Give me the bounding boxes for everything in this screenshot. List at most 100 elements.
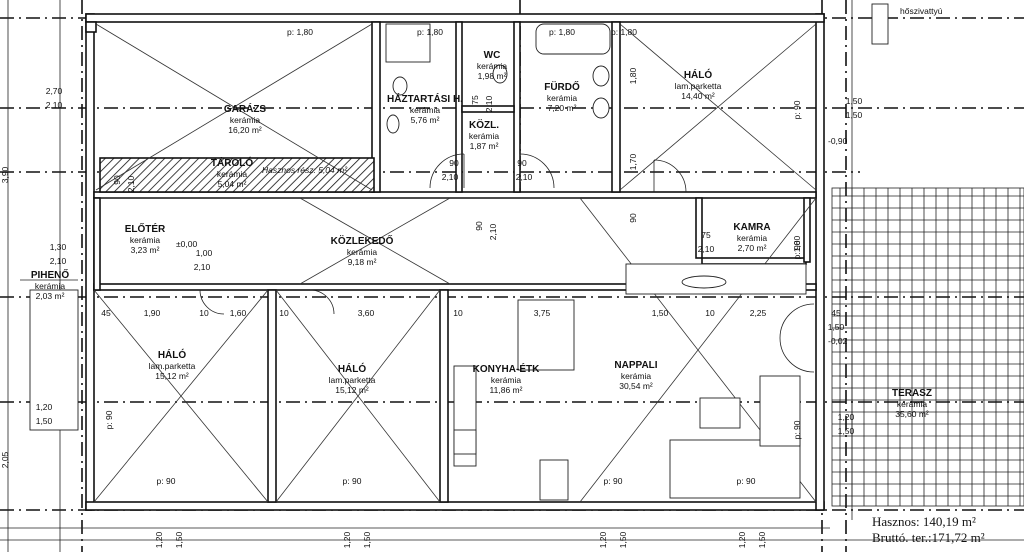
dining-table-icon bbox=[517, 299, 575, 371]
room-floor: kerámia bbox=[130, 235, 161, 245]
dimension-label: p: 1,80 bbox=[287, 27, 313, 37]
dimension-label: 1,50 bbox=[838, 426, 855, 436]
room-area: 7,20 m² bbox=[548, 103, 577, 113]
dimension-label: 90 bbox=[449, 158, 459, 168]
fixtures bbox=[29, 3, 889, 501]
room-area: 11,86 m² bbox=[490, 385, 523, 395]
dimension-label: 2,25 bbox=[750, 308, 767, 318]
dimension-label: 75 bbox=[470, 95, 480, 105]
fridge-icon bbox=[539, 459, 569, 501]
dimension-label: 1,20 bbox=[154, 531, 164, 548]
dimension-label: p: 1,80 bbox=[611, 27, 637, 37]
dimension-label: p: 90 bbox=[104, 410, 114, 429]
dimension-label: 45 bbox=[101, 308, 111, 318]
room-floor: kerámia bbox=[217, 169, 248, 179]
heat-pump-label: hőszivattyú bbox=[900, 6, 943, 16]
exterior-walls bbox=[85, 13, 825, 511]
room-name: HÁLÓ bbox=[338, 362, 367, 375]
dimension-label: 1,20 bbox=[342, 531, 352, 548]
dimension-label: 90 bbox=[628, 213, 638, 223]
dimension-label: 1,50 bbox=[828, 322, 845, 332]
dimension-label: 10 bbox=[279, 308, 289, 318]
room-area: 15,12 m² bbox=[335, 385, 369, 395]
room-floor: kerámia bbox=[491, 375, 522, 385]
dimension-label: 1,80 bbox=[628, 67, 638, 84]
stairs-icon bbox=[29, 289, 79, 431]
room-floor: kerámia bbox=[621, 371, 652, 381]
dimension-label: 1,50 bbox=[846, 110, 863, 120]
dimension-label: 1,50 bbox=[846, 96, 863, 106]
dimension-label: 2,10 bbox=[484, 95, 494, 112]
room-floor: kerámia bbox=[410, 105, 441, 115]
room-floor: kerámia bbox=[477, 61, 508, 71]
dimension-label: 2,10 bbox=[50, 256, 67, 266]
dimension-label: 3,90 bbox=[0, 166, 10, 183]
area-summary: Hasznos: 140,19 m² Bruttó. ter.:171,72 m… bbox=[872, 514, 985, 545]
dimension-label: 2,10 bbox=[488, 223, 498, 240]
room-floor: kerámia bbox=[547, 93, 578, 103]
stove-icon bbox=[453, 429, 477, 455]
washing-machine-icon bbox=[385, 23, 431, 63]
heat-pump-icon bbox=[871, 3, 889, 45]
basin-icon bbox=[592, 97, 610, 119]
room-area: 5,04 m² bbox=[218, 179, 247, 189]
dimension-label: p: 90 bbox=[792, 240, 802, 259]
fan-icon bbox=[681, 275, 727, 289]
wc-icon bbox=[386, 114, 400, 134]
dimension-label: 1,20 bbox=[737, 531, 747, 548]
dimension-label: 1,50 bbox=[618, 531, 628, 548]
room-name: HÁLÓ bbox=[684, 68, 713, 81]
dimension-label: 90 bbox=[474, 221, 484, 231]
room-area: 1,98 m² bbox=[478, 71, 507, 81]
room-name: ELŐTÉR bbox=[125, 222, 166, 235]
room-area: 30,54 m² bbox=[619, 381, 653, 391]
dimension-label: p: 90 bbox=[157, 476, 176, 486]
terrace-grid bbox=[831, 187, 1024, 507]
room-area: 35,60 m² bbox=[895, 409, 929, 419]
dimension-label: 1,20 bbox=[36, 402, 53, 412]
dimension-label: 1,20 bbox=[598, 531, 608, 548]
dimension-label: p: 90 bbox=[792, 100, 802, 119]
door-swings bbox=[199, 153, 815, 373]
room-area: 2,03 m² bbox=[36, 291, 65, 301]
gross-area: Bruttó. ter.:171,72 m² bbox=[872, 530, 985, 545]
room-name: GARÁZS bbox=[224, 102, 267, 115]
room-name: KAMRA bbox=[733, 222, 770, 233]
dimension-label: 3,75 bbox=[534, 308, 551, 318]
dimension-label: p: 1,80 bbox=[417, 27, 443, 37]
room-name: KÖZLEKEDŐ bbox=[331, 234, 394, 247]
dimension-label: 75 bbox=[701, 230, 711, 240]
room-floor: kerámia bbox=[897, 399, 928, 409]
dimension-label: 90 bbox=[112, 175, 122, 185]
dimension-label: 2,10 bbox=[442, 172, 459, 182]
dimension-label: 3,60 bbox=[358, 308, 375, 318]
room-floor: lam.parketta bbox=[329, 375, 376, 385]
room-name: HÁLÓ bbox=[158, 348, 187, 361]
room-name: KONYHA-ÉTK bbox=[473, 362, 540, 375]
dimension-label: 1,50 bbox=[362, 531, 372, 548]
room-floor: lam.parketta bbox=[675, 81, 722, 91]
dimension-label: p: 90 bbox=[604, 476, 623, 486]
usable-note: Hasznos rész: 5,04 m² bbox=[262, 165, 348, 175]
dimension-label: p: 90 bbox=[737, 476, 756, 486]
dimension-label: 1,30 bbox=[50, 242, 67, 252]
dimension-label: 2,10 bbox=[698, 244, 715, 254]
room-name: TERASZ bbox=[892, 388, 932, 399]
dimension-label: 1,80 bbox=[792, 235, 802, 252]
dimension-label: 2,05 bbox=[0, 451, 10, 468]
room-floor: kerámia bbox=[230, 115, 261, 125]
